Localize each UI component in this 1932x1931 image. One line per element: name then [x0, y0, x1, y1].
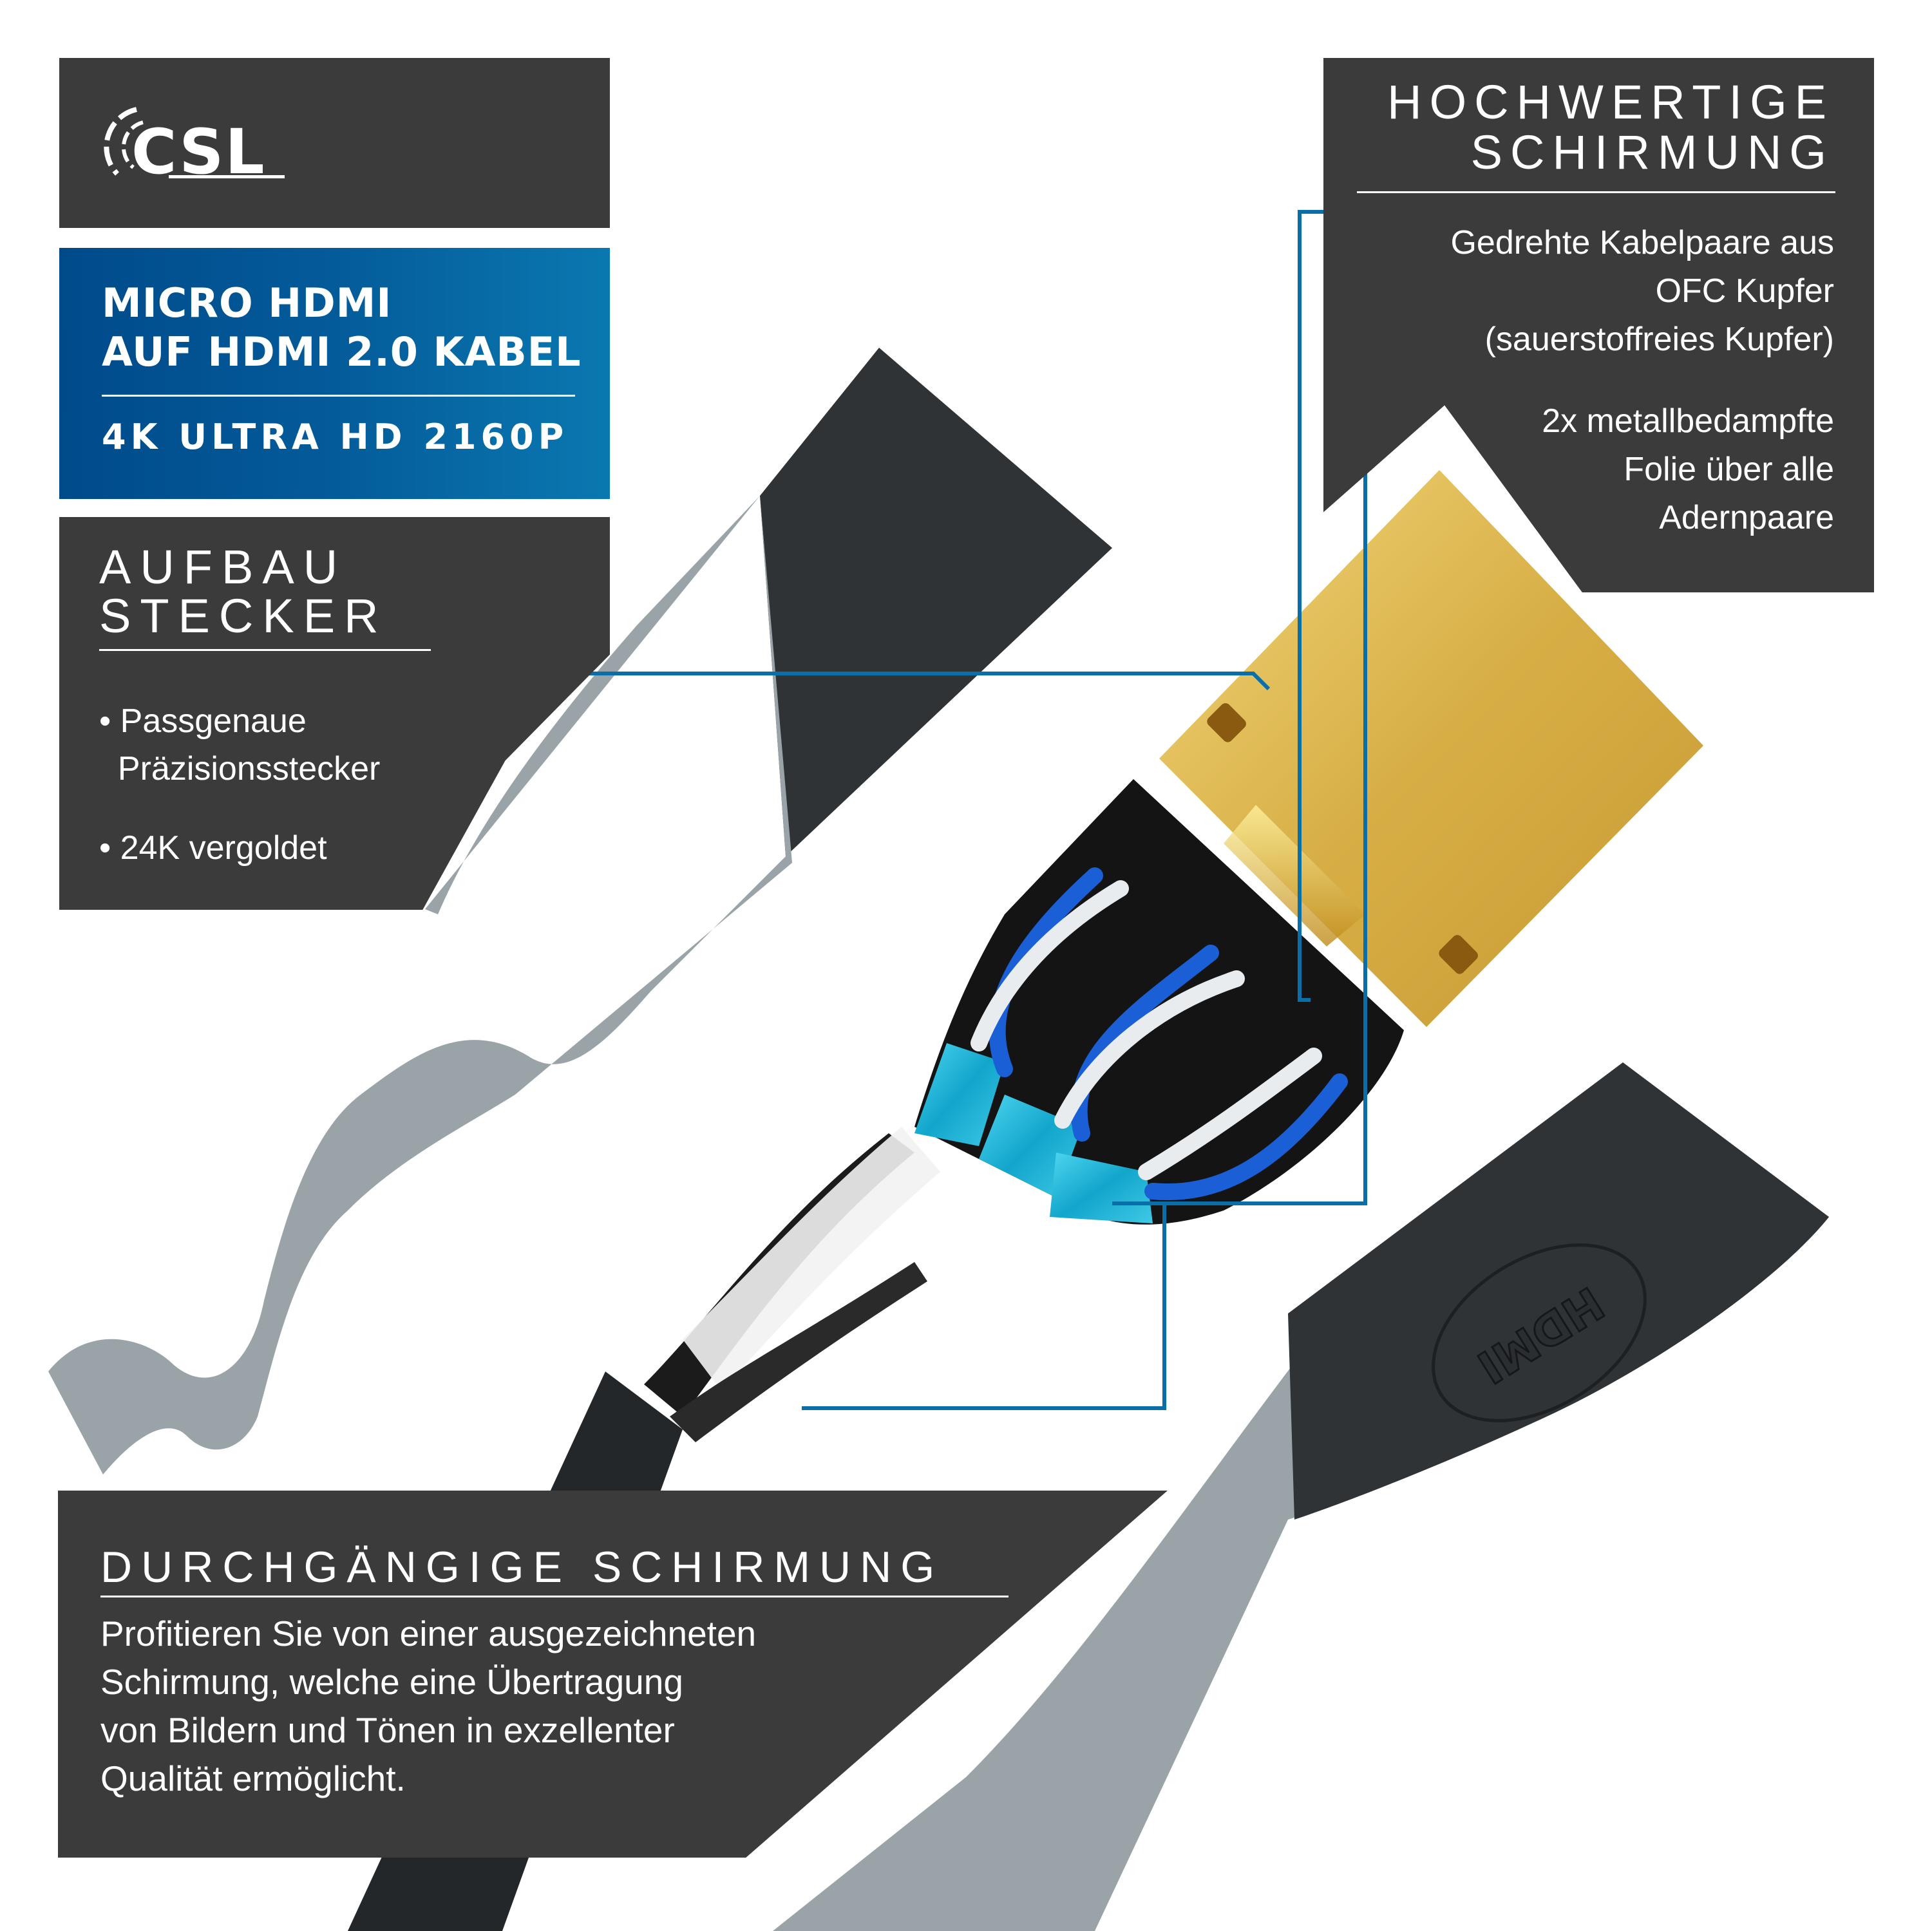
- feature-metal-foil: 2x metallbedampfte Folie über alle Adern…: [1542, 402, 1834, 536]
- product-title-banner: MICRO HDMI AUF HDMI 2.0 KABEL 4K ULTRA H…: [59, 248, 610, 499]
- connector-panel-title: AUFBAU STECKER: [99, 543, 388, 641]
- csl-gear-icon: [104, 107, 285, 178]
- wire-bundle: [914, 779, 1404, 1225]
- callout-line-full-shielding: [802, 1203, 1166, 1410]
- continuous-shielding-description: Profitieren Sie von einer ausgezeichnete…: [100, 1614, 757, 1798]
- bullet-gold-plated: • 24K vergoldet: [99, 829, 327, 867]
- banner-divider: [102, 395, 575, 397]
- lower-right-housing: HDMI: [773, 1062, 1829, 1931]
- shielding-title-line2: SCHIRMUNG: [1470, 126, 1834, 179]
- shielding-panel-title: HOCHWERTIGE SCHIRMUNG: [1387, 77, 1834, 178]
- product-title: MICRO HDMI AUF HDMI 2.0 KABEL: [102, 279, 582, 377]
- brand-logo-text: CSL: [131, 116, 266, 188]
- connector-panel-title-line1: AUFBAU: [99, 540, 347, 594]
- bullet-precision-connector: • Passgenaue Präzisionsstecker: [99, 702, 381, 787]
- gold-hdmi-connector: [1143, 451, 1719, 1043]
- resolution-subtitle: 4K ULTRA HD 2160P: [102, 417, 569, 457]
- continuous-shielding-divider: [100, 1596, 1009, 1597]
- shielding-panel-divider: [1357, 191, 1835, 193]
- upper-left-housing: [48, 348, 1112, 1474]
- shielding-title-line1: HOCHWERTIGE: [1387, 75, 1834, 129]
- connector-panel-title-line2: STECKER: [99, 589, 388, 643]
- feature-twisted-pairs: Gedrehte Kabelpaare aus OFC Kupfer (saue…: [1450, 224, 1834, 358]
- product-title-line1: MICRO HDMI: [102, 279, 392, 326]
- continuous-shielding-title: DURCHGÄNGIGE SCHIRMUNG: [100, 1543, 944, 1592]
- connector-panel-divider: [99, 649, 431, 651]
- product-title-line2: AUF HDMI 2.0 KABEL: [102, 328, 582, 375]
- brand-logo-panel: CSL: [59, 58, 610, 228]
